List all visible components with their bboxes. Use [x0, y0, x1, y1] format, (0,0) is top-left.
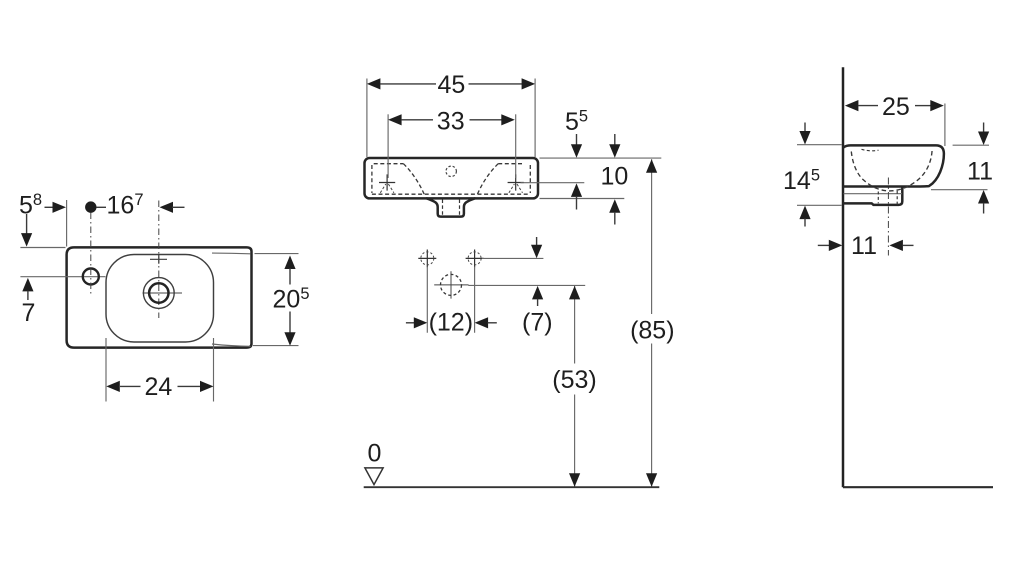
- svg-text:11: 11: [851, 232, 877, 260]
- svg-text:(85): (85): [630, 317, 674, 345]
- svg-text:0: 0: [368, 440, 382, 468]
- svg-text:7: 7: [22, 299, 36, 327]
- svg-text:45: 45: [438, 71, 466, 99]
- svg-text:(12): (12): [429, 309, 473, 337]
- svg-text:33: 33: [437, 108, 465, 136]
- svg-text:10: 10: [601, 163, 629, 191]
- svg-text:24: 24: [145, 373, 173, 401]
- svg-text:25: 25: [882, 93, 910, 121]
- svg-text:(53): (53): [552, 366, 596, 394]
- svg-text:(7): (7): [522, 309, 553, 337]
- svg-text:11: 11: [967, 158, 993, 186]
